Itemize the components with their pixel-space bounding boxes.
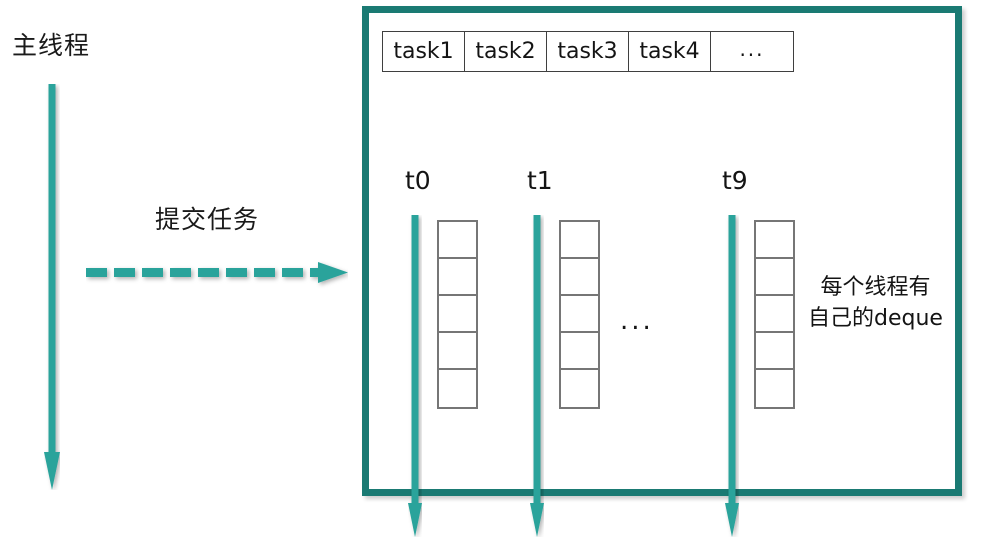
task-cell: task1 <box>383 32 465 71</box>
worker-arrow <box>408 215 422 537</box>
main-thread-label: 主线程 <box>12 31 91 60</box>
deque-cell <box>756 222 793 259</box>
worker-label: t0 <box>405 166 431 195</box>
task-cell: task2 <box>465 32 547 71</box>
task-queue-table: task1 task2 task3 task4 ... <box>382 31 794 72</box>
main-thread-arrow <box>44 84 60 490</box>
deque-cell <box>439 333 476 370</box>
deque-annotation: 每个线程有 自己的deque <box>808 272 943 334</box>
deque-cell <box>756 296 793 333</box>
worker-group-ellipsis: ... <box>620 306 654 336</box>
worker-label: t1 <box>527 166 553 195</box>
task-cell: task4 <box>629 32 711 71</box>
deque-cell <box>561 333 598 370</box>
deque-cell <box>561 259 598 296</box>
task-cell: task3 <box>547 32 629 71</box>
task-cell-ellipsis: ... <box>711 32 793 71</box>
deque-cell <box>561 296 598 333</box>
deque-cell <box>756 370 793 407</box>
deque-annotation-line2: 自己的deque <box>808 306 943 331</box>
deque-cell <box>756 259 793 296</box>
worker-deque <box>754 220 795 409</box>
deque-cell <box>439 222 476 259</box>
deque-annotation-line1: 每个线程有 <box>820 275 931 300</box>
worker-label: t9 <box>722 166 748 195</box>
worker-arrow <box>530 215 544 537</box>
diagram-canvas: 主线程 提交任务 <box>12 6 962 537</box>
submit-task-label: 提交任务 <box>155 205 260 234</box>
submit-task-arrow <box>86 258 348 290</box>
worker-deque <box>559 220 600 409</box>
deque-cell <box>439 370 476 407</box>
worker-arrow <box>725 215 739 537</box>
worker-deque <box>437 220 478 409</box>
deque-cell <box>439 259 476 296</box>
deque-cell <box>561 222 598 259</box>
deque-cell <box>439 296 476 333</box>
deque-cell <box>561 370 598 407</box>
deque-cell <box>756 333 793 370</box>
